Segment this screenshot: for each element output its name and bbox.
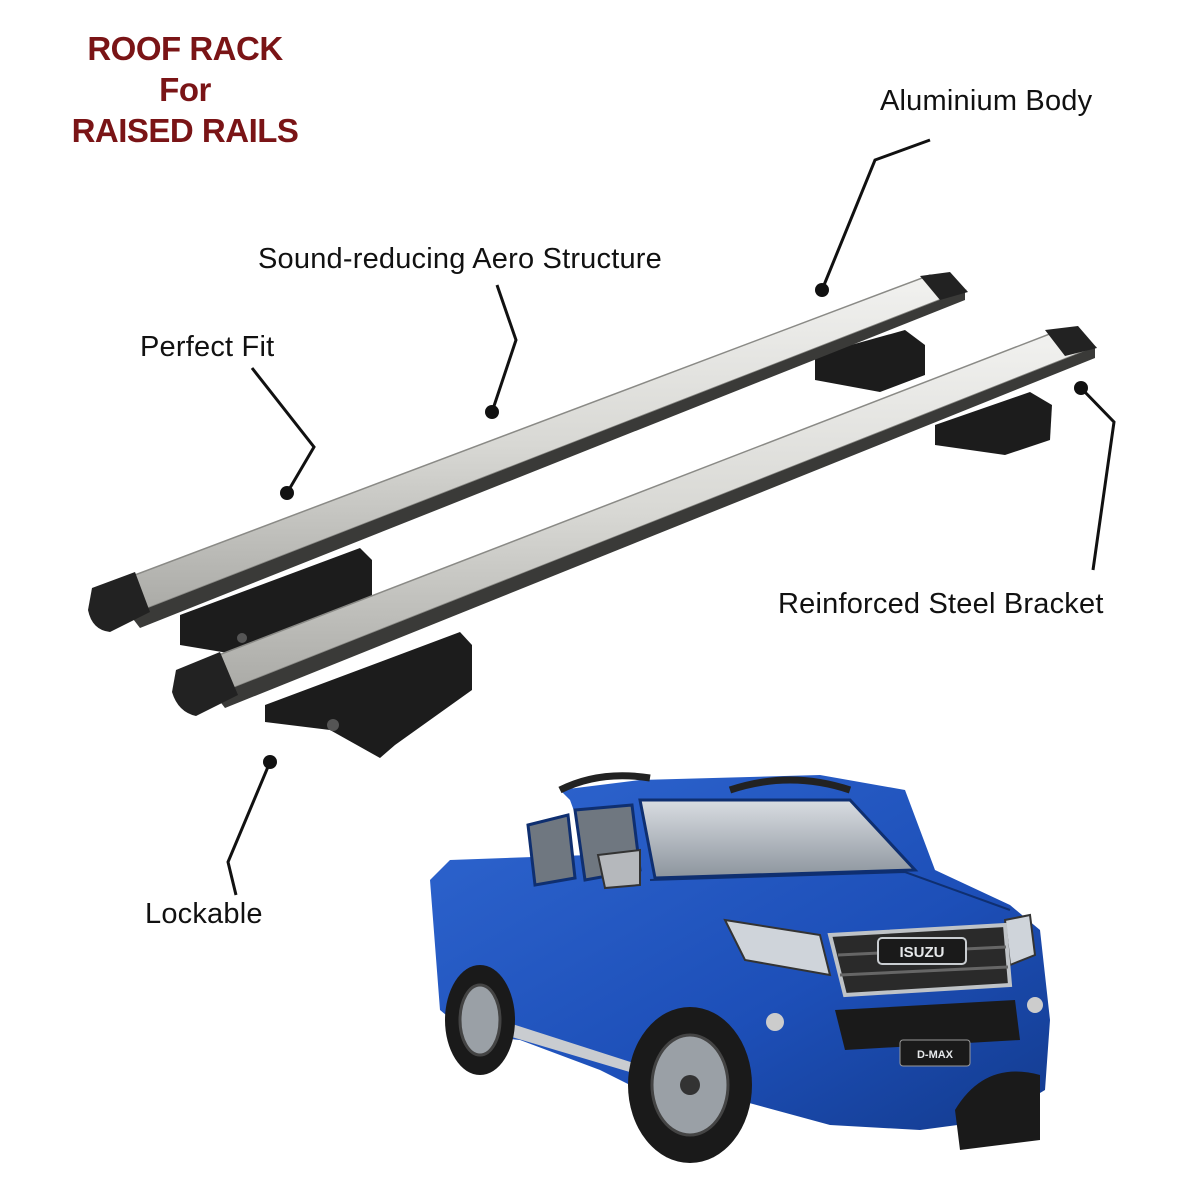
title-line-3: RAISED RAILS <box>71 112 299 149</box>
leader-perfect-fit <box>250 367 316 494</box>
pickup-truck-illustration <box>430 772 1050 1163</box>
front-bar-foot-right <box>935 392 1052 455</box>
product-title: ROOF RACK For RAISED RAILS <box>40 28 330 151</box>
rear-bar-foot-left <box>180 548 372 655</box>
rear-bar-foot-right <box>815 330 925 392</box>
callout-perfect-fit: Perfect Fit <box>140 331 275 363</box>
rear-wheel <box>445 965 515 1075</box>
leader-aluminium-body <box>820 138 931 291</box>
roof-rack-illustration <box>88 272 1097 758</box>
title-line-1: ROOF RACK <box>87 30 283 67</box>
callout-steel-bracket: Reinforced Steel Bracket <box>778 588 1104 620</box>
far-front-wheel <box>955 1071 1040 1150</box>
leader-steel-bracket <box>1079 386 1116 571</box>
leader-lockable <box>226 761 272 896</box>
grille-badge-text: ISUZU <box>900 944 945 961</box>
leader-dots <box>263 283 1088 769</box>
title-line-2: For <box>159 71 211 108</box>
rear-bar <box>88 272 968 632</box>
plate-badge-text: D-MAX <box>917 1049 954 1061</box>
leader-aero-structure <box>490 284 518 413</box>
front-wheel <box>628 1007 752 1163</box>
leader-line <box>226 138 1116 896</box>
callout-lockable: Lockable <box>145 898 263 930</box>
callout-aero-structure: Sound-reducing Aero Structure <box>258 243 662 275</box>
front-bar-foot-left <box>265 632 472 758</box>
callout-aluminium-body: Aluminium Body <box>880 85 1093 117</box>
front-bar <box>172 326 1097 716</box>
